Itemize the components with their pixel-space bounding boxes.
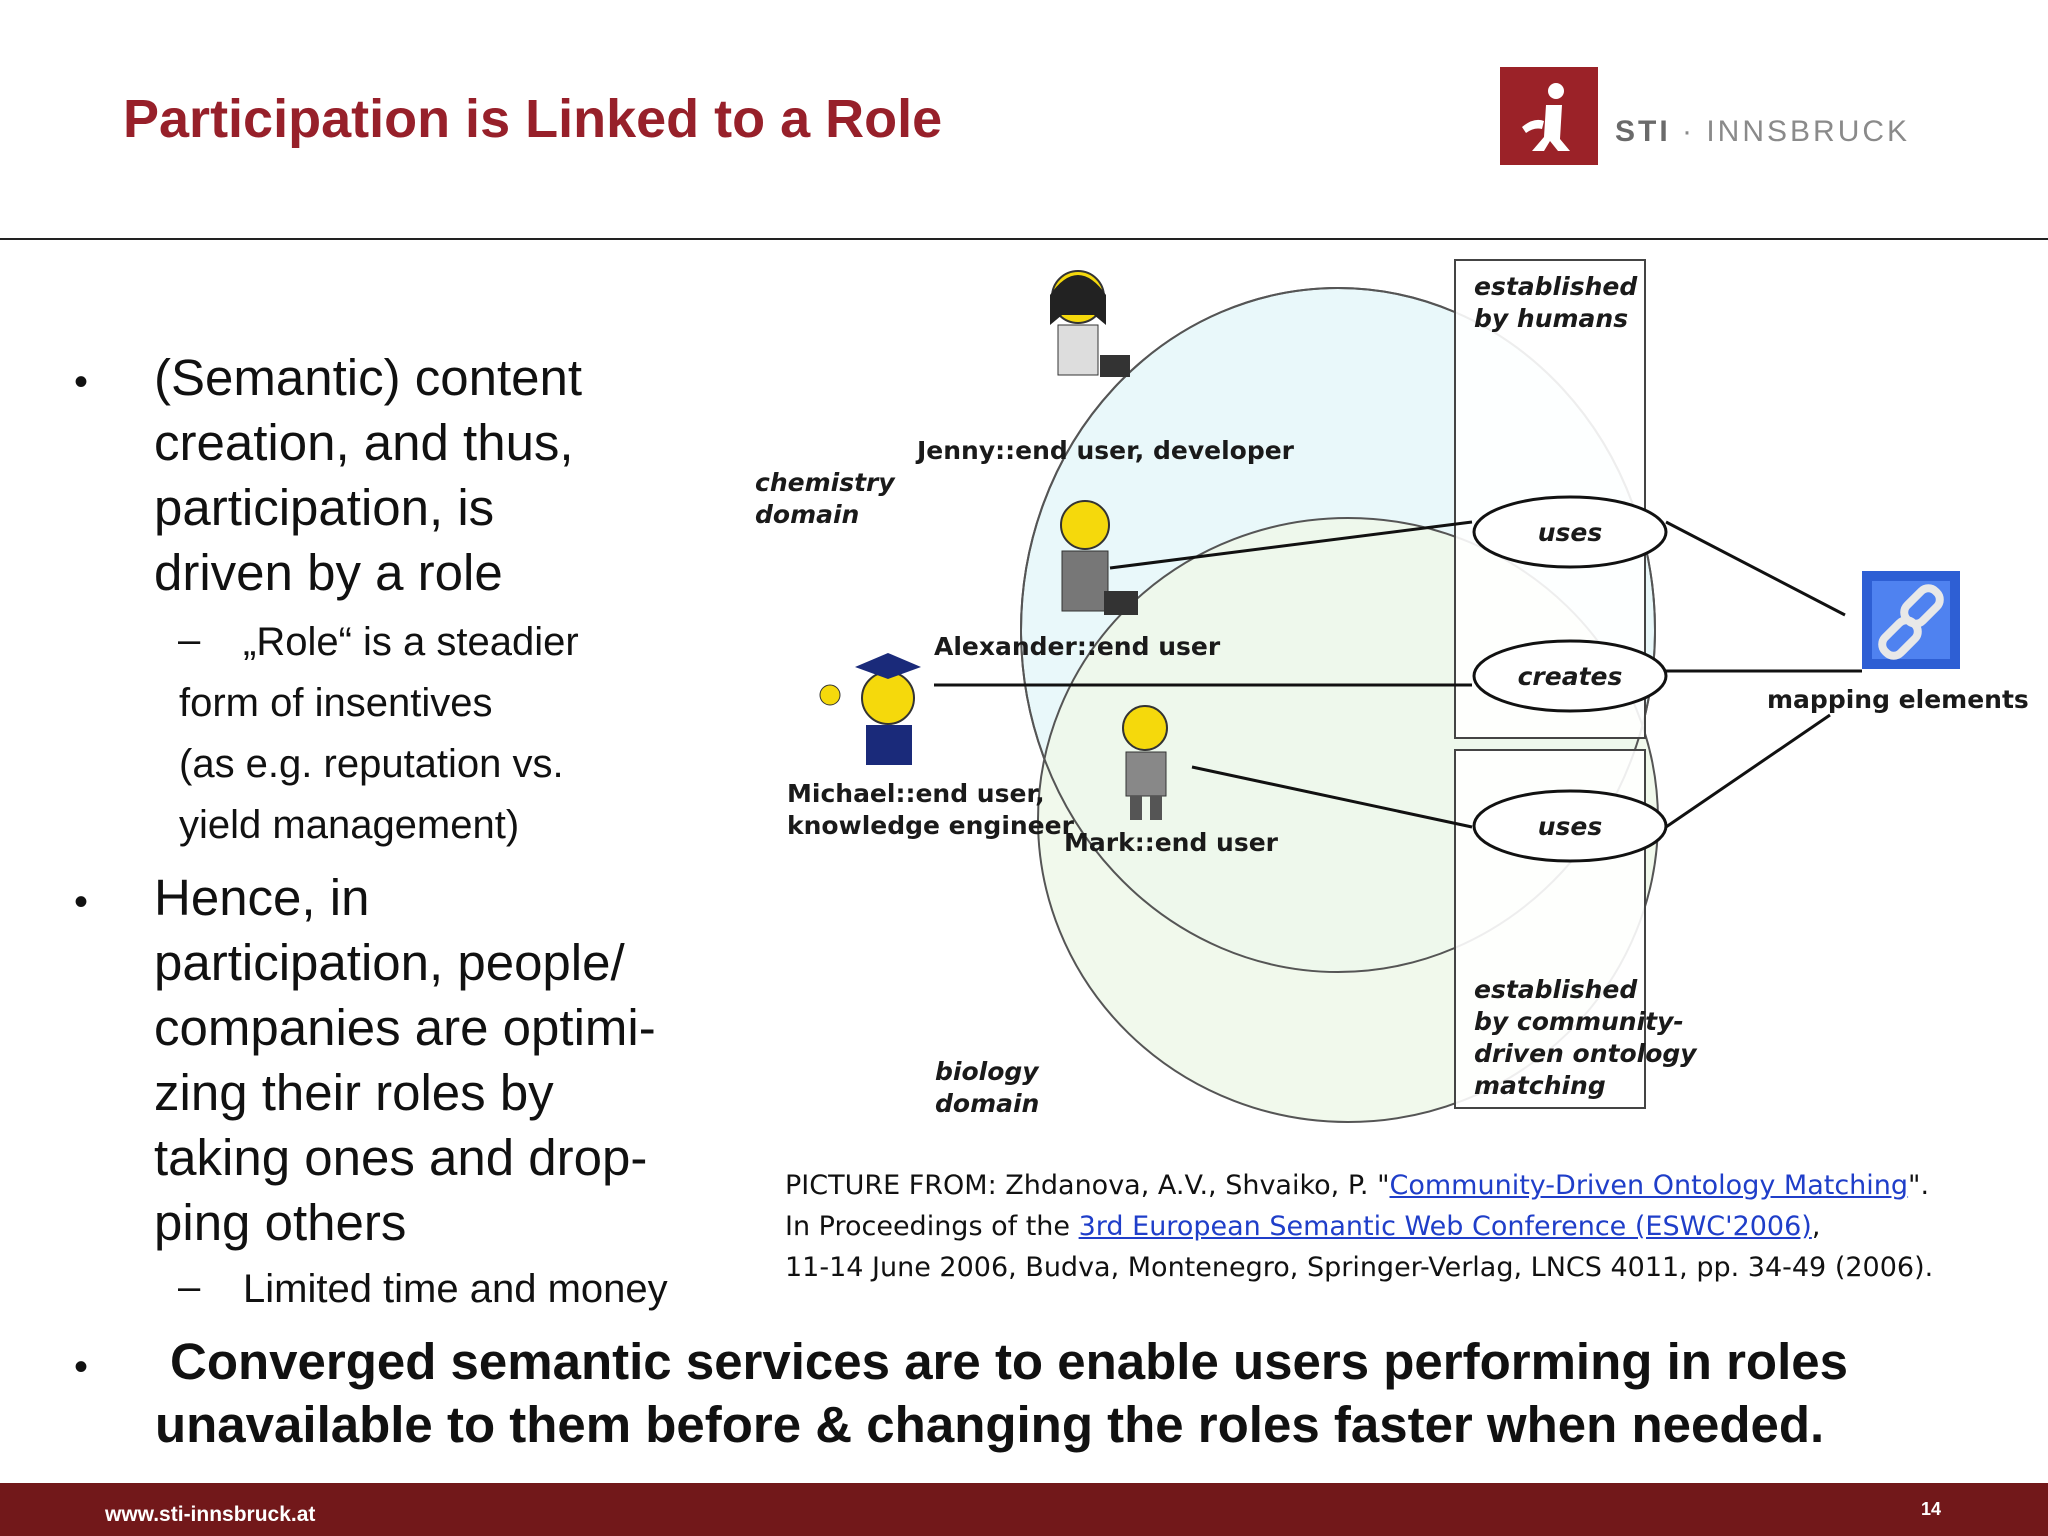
picture-caption: PICTURE FROM: Zhdanova, A.V., Shvaiko, P… xyxy=(785,1170,1934,1283)
michael-label: Michael::end user, xyxy=(787,779,1045,808)
sti-innsbruck-logo: STI · INNSBRUCK xyxy=(1500,67,1907,167)
slide-title: Participation is Linked to a Role xyxy=(123,89,943,149)
bullet-2-sub-text: Limited time and money xyxy=(243,1267,668,1311)
uses-relation-top-label: uses xyxy=(1538,518,1603,547)
logo-text: STI · INNSBRUCK xyxy=(1615,115,1911,148)
creates-relation-label: creates xyxy=(1518,662,1623,691)
bullet-2-text: Hence, in participation, people/ compani… xyxy=(154,869,656,1251)
sub-bullet-dash: – xyxy=(178,1265,201,1309)
chemistry-domain-label: chemistry xyxy=(755,468,896,497)
bullet-1-text: (Semantic) content creation, and thus, p… xyxy=(154,349,583,601)
sti-logo-mark xyxy=(1500,67,1598,165)
community-box-label: established xyxy=(1474,975,1638,1004)
bullet-marker: • xyxy=(74,360,89,404)
community-box-label: by community- xyxy=(1474,1007,1684,1036)
biology-domain-label: biology xyxy=(935,1057,1040,1086)
mark-label: Mark::end user xyxy=(1064,828,1279,857)
humans-box-label: by humans xyxy=(1474,304,1628,333)
biology-domain-label: domain xyxy=(935,1089,1039,1118)
bullet-marker: • xyxy=(74,1345,89,1389)
michael-avatar xyxy=(819,653,921,765)
conclusion-text: Converged semantic services are to enabl… xyxy=(155,1333,1848,1453)
humans-box-label: established xyxy=(1474,272,1638,301)
uses-relation-bottom xyxy=(1472,789,1668,863)
uses-relation-bottom-label: uses xyxy=(1538,812,1603,841)
alexander-avatar xyxy=(1060,500,1138,615)
chemistry-domain-label: domain xyxy=(755,500,859,529)
bullet-marker: • xyxy=(74,880,89,924)
community-box-label: matching xyxy=(1474,1071,1606,1100)
uses-relation-top xyxy=(1472,495,1668,569)
michael-label: knowledge engineer xyxy=(787,811,1075,840)
bullet-1-sub-text: „Role“ is a steadier form of insentives … xyxy=(179,620,579,847)
chain-link-icon xyxy=(1862,571,1960,669)
mapping-elements-label: mapping elements xyxy=(1767,685,2029,714)
header-divider xyxy=(0,238,2048,240)
jenny-avatar xyxy=(1050,270,1130,377)
caption-link-conference[interactable]: 3rd European Semantic Web Conference (ES… xyxy=(1078,1211,1812,1242)
role-diagram: chemistry domain biology domain Jenny::e… xyxy=(690,255,2048,1135)
footer-bar: www.sti-innsbruck.at 14 xyxy=(0,1483,2048,1536)
alexander-label: Alexander::end user xyxy=(934,632,1221,661)
caption-link-paper[interactable]: Community-Driven Ontology Matching xyxy=(1389,1170,1909,1201)
community-box-label: driven ontology xyxy=(1474,1039,1698,1068)
jenny-label: Jenny::end user, developer xyxy=(915,436,1295,465)
page-number: 14 xyxy=(1920,1499,1941,1519)
creates-relation xyxy=(1472,639,1668,713)
sub-bullet-dash: – xyxy=(178,618,201,662)
footer-url[interactable]: www.sti-innsbruck.at xyxy=(105,1503,316,1526)
mark-avatar xyxy=(1122,705,1168,820)
